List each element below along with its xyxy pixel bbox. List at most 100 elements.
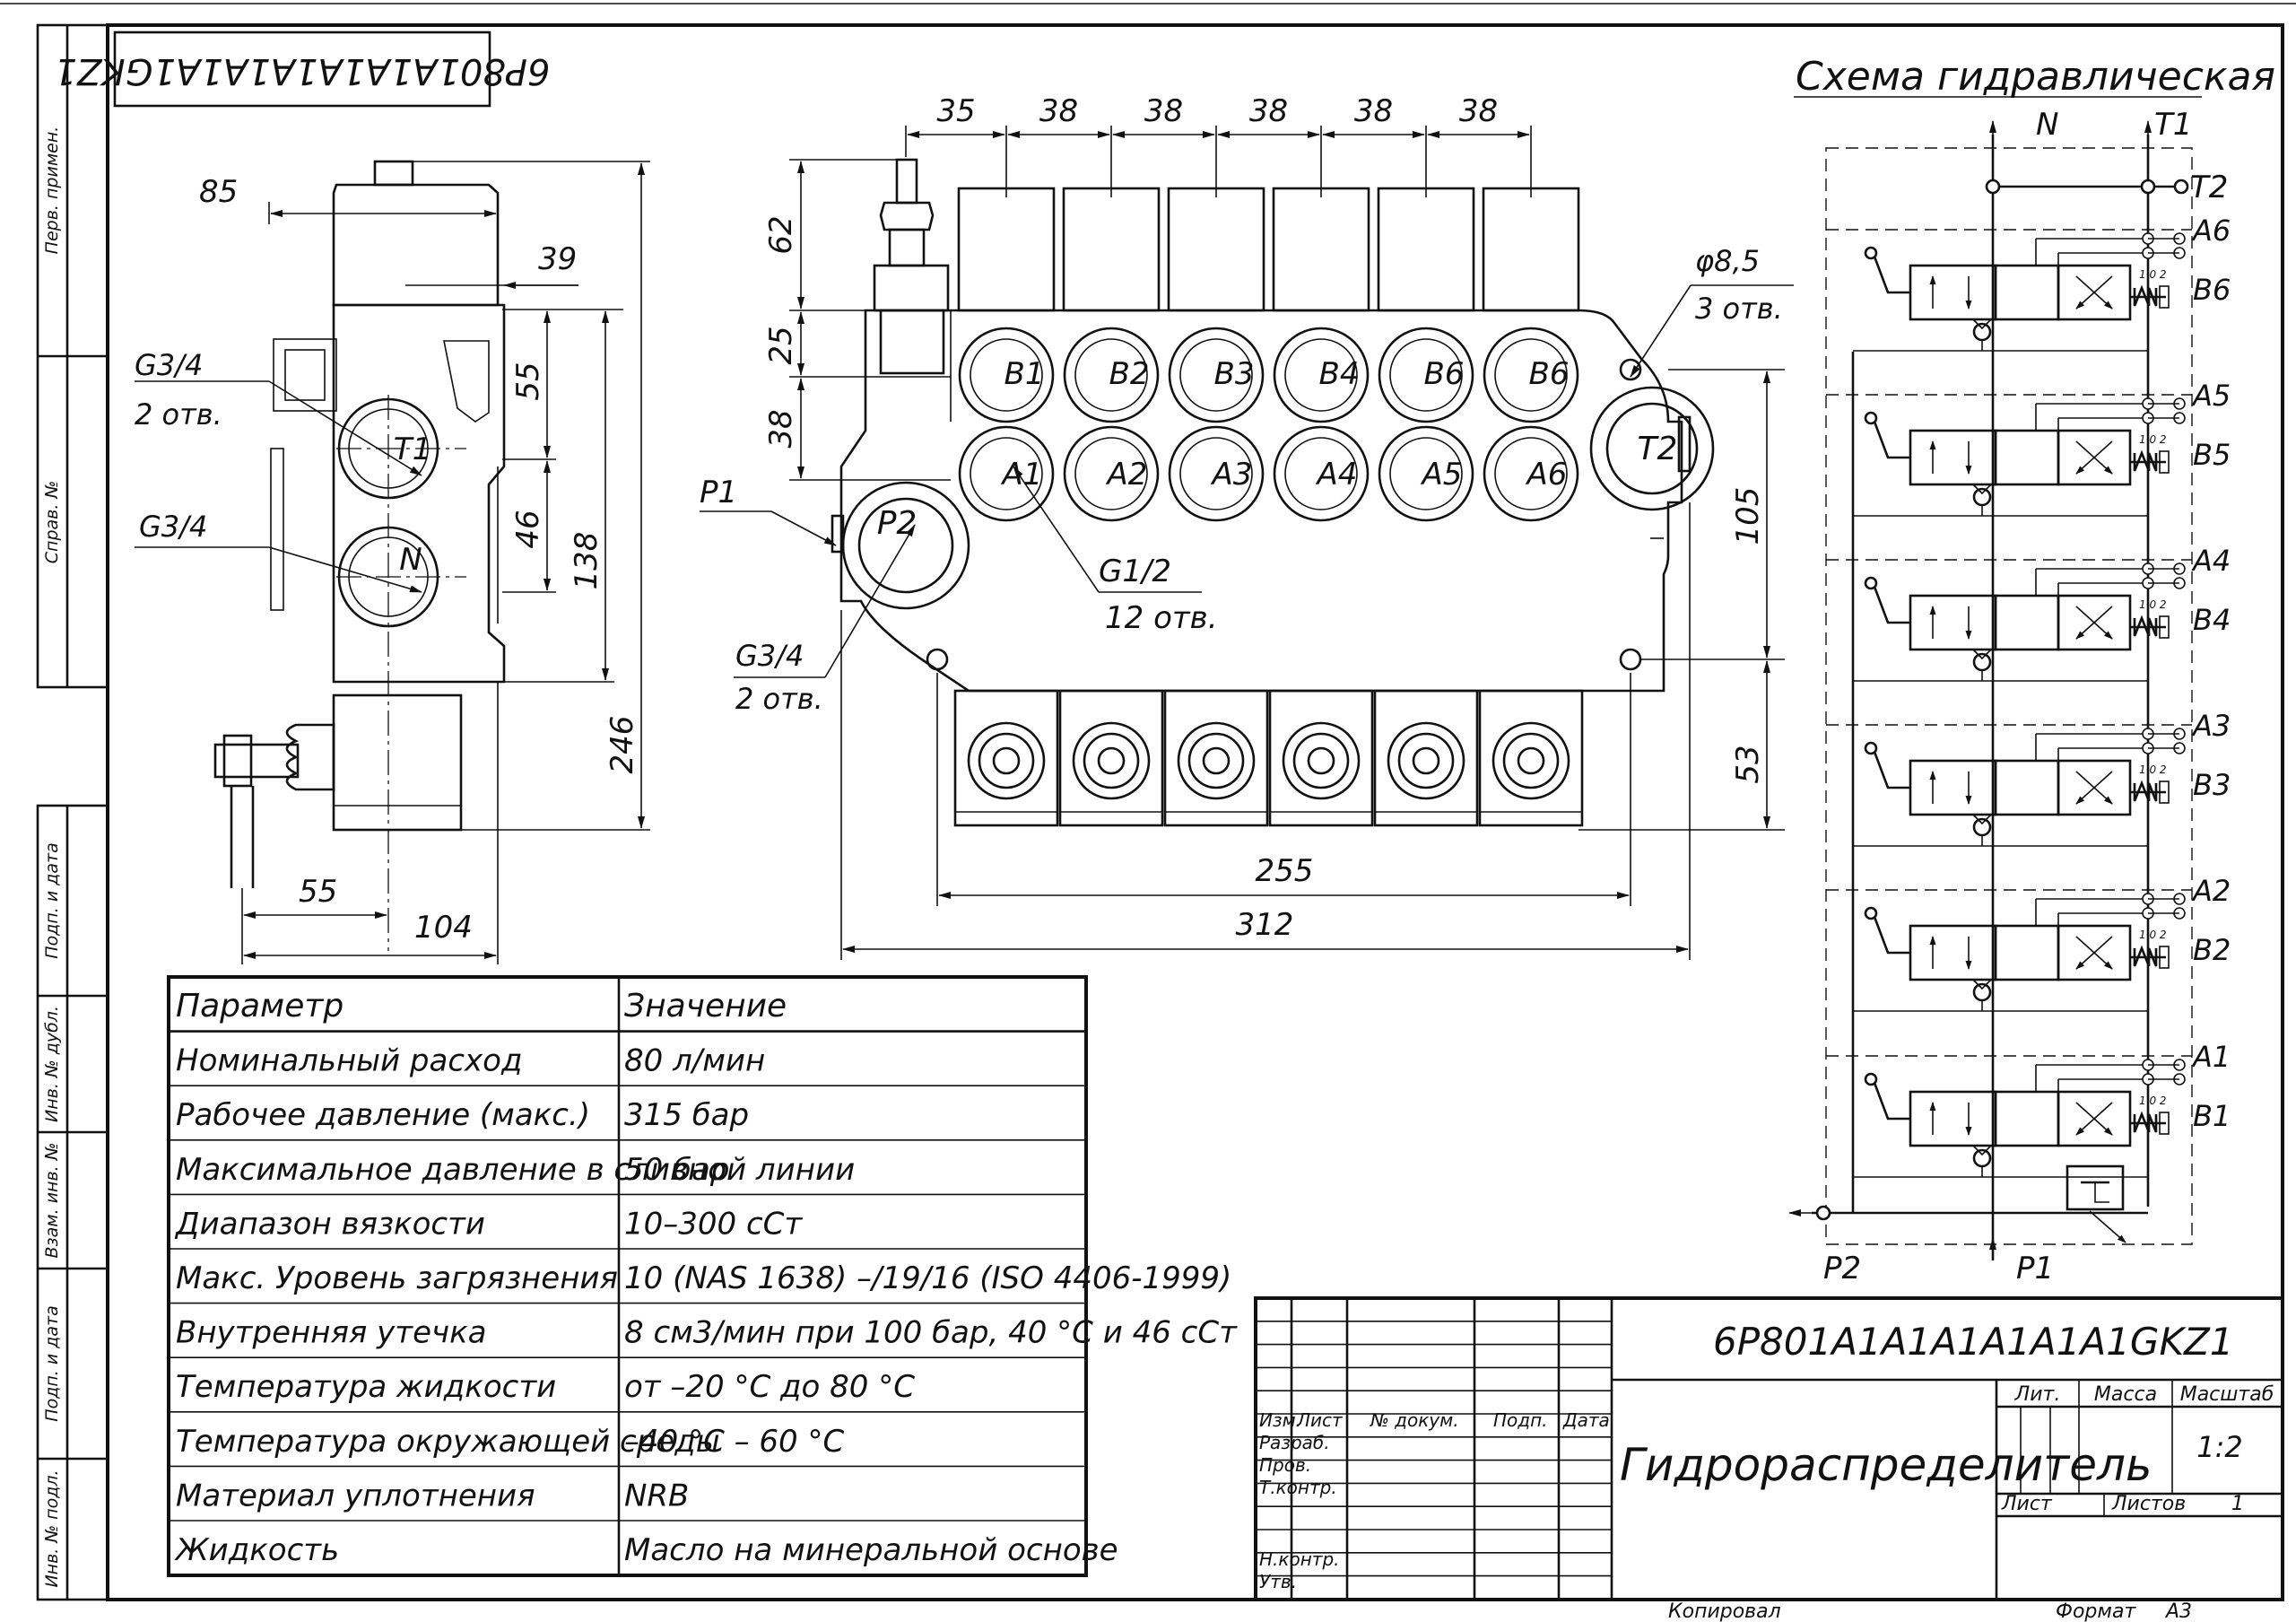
tb-list: Лист	[2001, 1493, 2053, 1515]
port-b-label: B2	[1109, 356, 1150, 392]
tb-scale: 1:2	[2196, 1430, 2243, 1464]
tb-name: Гидрораспределитель	[1620, 1439, 2152, 1491]
port-b-inner	[1494, 338, 1568, 412]
port-a-inner	[1074, 437, 1148, 510]
cap-ring-inner	[1502, 732, 1560, 789]
side-two-holes-1: 2 отв.	[135, 397, 222, 432]
table-cell-param: Номинальный расход	[176, 1043, 522, 1079]
port-b-label: B1	[1004, 356, 1045, 392]
schema-n: N	[2036, 107, 2058, 143]
schema-port-a: A2	[2191, 874, 2231, 908]
pitch-label: 38	[1144, 93, 1183, 129]
port-p2: P2	[877, 505, 918, 542]
table-cell-value: 80 л/мин	[624, 1043, 765, 1079]
tb-masshtab: Масштаб	[2180, 1383, 2274, 1406]
table-cell-param: Рабочее давление (макс.)	[176, 1097, 590, 1133]
port-b-outer	[1483, 327, 1579, 423]
cap-ring	[1282, 721, 1361, 800]
title-block: 6P801A1A1A1A1A1A1GKZ1 Гидрораспределител…	[1254, 1296, 2284, 1601]
schema-t1: T1	[2154, 107, 2192, 143]
leader-g34: G3/4	[735, 639, 804, 673]
port-a-outer	[1168, 425, 1265, 522]
tb-data: Дата	[1562, 1409, 1610, 1431]
cap-ring-inner	[1083, 732, 1140, 789]
tb-nkontr: Н.контр.	[1259, 1548, 1340, 1570]
cap-center	[1412, 746, 1440, 775]
label-inv-podl: Инв. № подл.	[42, 1469, 62, 1587]
dim-38: 38	[763, 409, 799, 448]
tb-razrab: Разраб.	[1259, 1432, 1330, 1453]
port-a-label: A6	[1526, 457, 1568, 493]
table-cell-value: –40 °С – 60 °С	[624, 1424, 844, 1460]
table-cell-value: 10–300 сСт	[624, 1206, 803, 1242]
spool-cap	[953, 689, 1059, 827]
leader-twelve-holes: 12 отв.	[1105, 600, 1218, 636]
dim-104: 104	[414, 910, 473, 946]
tb-tkontr: Т.контр.	[1259, 1477, 1337, 1498]
cap-center	[1307, 746, 1335, 775]
port-a-outer	[1483, 425, 1579, 522]
spool-pos-labels: 1 0 2	[2139, 598, 2167, 611]
dim-85: 85	[199, 174, 238, 210]
cap-ring-inner	[1292, 732, 1350, 789]
schema-port-a: A1	[2191, 1040, 2231, 1074]
schema-port-b: B3	[2193, 768, 2231, 802]
port-b-label: B3	[1214, 356, 1255, 392]
label-podp-data-1: Подп. и дата	[42, 842, 62, 958]
pitch-label: 38	[1459, 93, 1498, 129]
pitch-label: 38	[1354, 93, 1393, 129]
tb-listov: Листов	[2111, 1493, 2186, 1515]
port-b-label: B4	[1319, 356, 1360, 392]
cap-ring	[1177, 721, 1256, 800]
spool-pos-labels: 1 0 2	[2139, 433, 2167, 446]
label-sprav-no: Справ. №	[42, 481, 62, 563]
side-g34-1: G3/4	[135, 348, 203, 382]
schema-port-a: A5	[2191, 379, 2231, 413]
footer-kopiroval: Копировал	[1668, 1600, 1781, 1622]
cap-ring	[1387, 721, 1465, 800]
footer-format-val: А3	[2164, 1600, 2192, 1622]
pitch-label: 35	[936, 93, 975, 129]
cap-ring-inner	[1187, 732, 1245, 789]
dim-55-v: 55	[510, 362, 546, 400]
spool-cap	[1268, 689, 1374, 827]
port-a-outer	[958, 425, 1055, 522]
spool-box	[2057, 429, 2132, 486]
table-cell-value: 10 (NAS 1638) –/19/16 (ISO 4406-1999)	[624, 1260, 1231, 1296]
port-a-label: A2	[1106, 457, 1148, 493]
schema-p2: P2	[1823, 1251, 1861, 1286]
table-cell-value: Масло на минеральной основе	[624, 1532, 1118, 1568]
tb-prov: Пров.	[1259, 1454, 1311, 1476]
dim-25: 25	[763, 326, 799, 364]
schema-title: Схема гидравлическая	[1796, 54, 2275, 100]
schema-port-a: A3	[2191, 709, 2231, 743]
dim-312: 312	[1236, 907, 1294, 943]
side-port-n: N	[399, 542, 422, 578]
port-a-label: A5	[1421, 457, 1463, 493]
footer-format: Формат	[2056, 1600, 2136, 1622]
cap-ring-inner	[1397, 732, 1455, 789]
stamp-text: 6P801A1A1A1A1A1A1GKZ1	[55, 50, 551, 92]
port-b-label: B6	[1424, 356, 1465, 392]
spool-cap	[1163, 689, 1269, 827]
three-holes: 3 отв.	[1695, 292, 1783, 326]
schema-p1: P1	[2016, 1251, 2054, 1286]
spool-cap	[1373, 689, 1479, 827]
port-b-inner	[1284, 338, 1358, 412]
table-cell-param: Жидкость	[174, 1532, 339, 1568]
part-number-stamp: 6P801A1A1A1A1A1A1GKZ1	[55, 31, 551, 108]
port-t2: T2	[1638, 431, 1678, 467]
dim-255: 255	[1256, 853, 1314, 889]
port-b-outer	[1168, 327, 1265, 423]
table-header-param: Параметр	[176, 988, 344, 1025]
table-cell-param: Температура жидкости	[176, 1369, 556, 1405]
dim-39: 39	[538, 241, 577, 277]
spool-box	[2057, 759, 2132, 816]
tb-izm: Изм.	[1259, 1409, 1301, 1431]
table-cell-param: Диапазон вязкости	[174, 1206, 485, 1242]
schema-port-a: A6	[2191, 214, 2231, 248]
